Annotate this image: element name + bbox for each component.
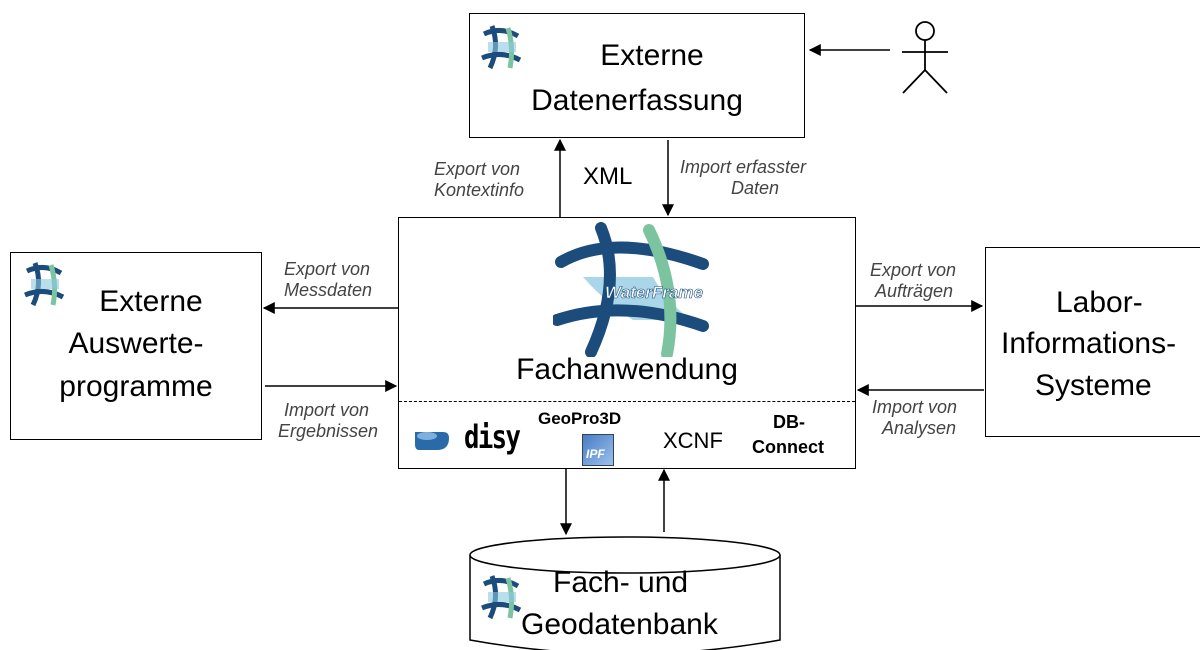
waterframe-logo-icon: WaterFrame (553, 222, 709, 357)
label-export-mess-1: Export von (284, 259, 371, 279)
center-title: Fachanwendung (516, 353, 738, 386)
left-box-line1: Externe (99, 285, 203, 318)
label-export-auftr-1: Export von (870, 260, 957, 280)
label-import-ergeb-1: Import von (284, 400, 370, 420)
disy-label: disy (464, 418, 521, 456)
label-export-mess-2: Messdaten (284, 280, 373, 300)
waterframe-logo-icon (481, 575, 522, 620)
top-box-line2: Datenerfassung (531, 84, 743, 117)
left-box-line2: Auswerte- (68, 327, 204, 360)
database-line2: Geodatenbank (521, 608, 718, 641)
label-import-analysen-2: Analysen (882, 418, 957, 438)
box-labor-informationssysteme: Labor- Informations- Systeme (985, 247, 1200, 437)
database-line1: Fach- und (553, 566, 689, 599)
label-import-erfasst-1: Import erfasster (680, 157, 807, 177)
right-box-line1: Labor- (1056, 286, 1143, 319)
label-import-erfasst-2: Daten (731, 178, 780, 198)
label-export-kontext-1: Export von (434, 159, 521, 179)
box-externe-datenerfassung: Externe Datenerfassung (469, 13, 805, 138)
label-import-analysen-1: Import von (872, 397, 958, 417)
waterframe-logo-icon (481, 25, 522, 70)
right-box-line2: Informations- (1001, 327, 1177, 360)
top-box-line1: Externe (600, 39, 704, 72)
db-connect-line2: Connect (752, 437, 824, 457)
label-xml: XML (583, 163, 633, 190)
center-divider (399, 401, 855, 402)
right-box-line3: Systeme (1035, 369, 1152, 402)
ipf-logo-icon: IPF (582, 434, 614, 466)
box-externe-auswerteprogramme: Externe Auswerte- programme (10, 252, 262, 440)
waterframe-logo-icon (24, 262, 65, 307)
ipf-label: IPF (586, 447, 605, 461)
actor-icon (902, 21, 948, 94)
geopro3d-label: GeoPro3D (538, 409, 622, 428)
box-fachanwendung: WaterFrame Fachanwendung disy GeoPro3D I… (398, 217, 856, 469)
left-box-line3: programme (59, 370, 213, 403)
label-export-auftr-2: Aufträgen (875, 281, 954, 301)
waterframe-logo-text: WaterFrame (605, 283, 703, 302)
label-export-kontext-2: Kontextinfo (434, 180, 525, 200)
disy-logo-icon (415, 432, 449, 450)
db-connect-line1: DB- (773, 412, 805, 432)
xcnf-label: XCNF (663, 428, 723, 453)
database-cylinder (469, 536, 781, 650)
label-import-ergeb-2: Ergebnissen (278, 421, 379, 441)
